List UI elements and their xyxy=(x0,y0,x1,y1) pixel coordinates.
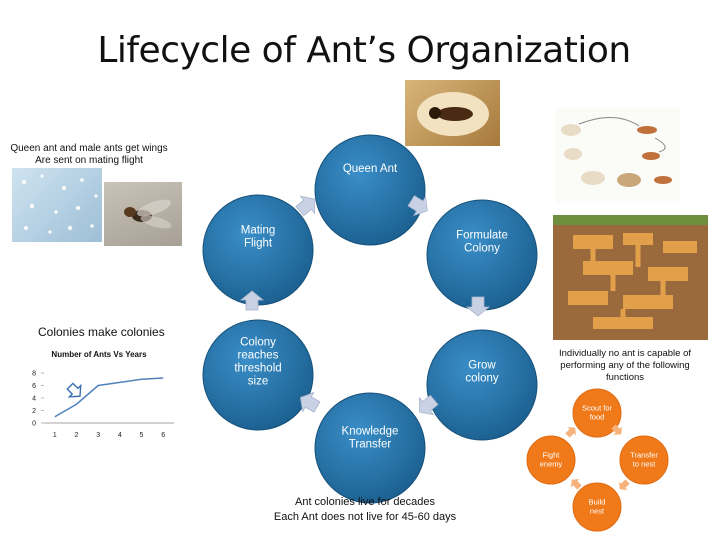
ant-lifecycle-illustration xyxy=(555,108,680,203)
function-arrow xyxy=(619,479,630,490)
chart-plot: 0 2 4 6 8 1 2 3 4 5 6 xyxy=(32,371,174,439)
sky-swarm-photo xyxy=(12,168,102,242)
chart-y-tick-label: 2 xyxy=(32,408,36,415)
cycle-node xyxy=(426,199,538,311)
chart-y-tick-label: 6 xyxy=(32,383,36,390)
ants-vs-years-chart: Number of Ants Vs Years 0 2 4 6 8 1 2 3 4 5 6 xyxy=(24,345,184,445)
cycle-node xyxy=(202,194,314,306)
chart-y-tick-label: 4 xyxy=(32,396,36,403)
colonies-lifespan-note: Ant colonies live for decades xyxy=(294,496,436,508)
cycle-node xyxy=(314,134,426,246)
individual-ant-note: Individually no ant is capable of perfor… xyxy=(558,348,692,383)
chart-x-tick-label: 3 xyxy=(96,432,100,439)
function-node xyxy=(572,482,622,532)
chart-y-tick-label: 8 xyxy=(32,371,36,378)
chart-x-tick-label: 6 xyxy=(161,432,165,439)
nest-cross-section-illustration xyxy=(553,215,708,340)
chart-x-tick-label: 5 xyxy=(140,432,144,439)
function-node xyxy=(572,388,622,438)
function-node xyxy=(619,435,669,485)
chart-y-tick-label: 0 xyxy=(32,421,36,428)
function-arrow xyxy=(611,424,622,435)
cycle-node xyxy=(314,392,426,504)
ant-lifespan-note: Each Ant does not live for 45-60 days xyxy=(273,511,457,523)
queen-chamber-photo xyxy=(405,80,500,146)
function-node xyxy=(526,435,576,485)
chart-highlight-arrow xyxy=(66,382,82,398)
chart-x-tick-label: 1 xyxy=(53,432,57,439)
winged-ant-photo xyxy=(104,182,182,246)
cycle-node-label: Queen Ant xyxy=(343,163,398,175)
cycle-arrow xyxy=(407,195,428,217)
cycle-node xyxy=(426,329,538,441)
slide-title: Lifecycle of Ant’s Organization xyxy=(97,30,631,71)
cycle-arrow xyxy=(239,290,265,311)
function-arrow xyxy=(571,479,582,490)
cycle-arrow xyxy=(295,195,316,217)
cycle-arrow xyxy=(418,394,439,416)
chart-title: Number of Ants Vs Years xyxy=(51,350,147,359)
cycle-arrow xyxy=(465,296,491,317)
wings-note: Queen ant and male ants get wings xyxy=(10,143,168,154)
cycle-arrow xyxy=(300,391,321,413)
chart-x-tick-label: 2 xyxy=(75,432,79,439)
colonies-note: Colonies make colonies xyxy=(38,325,165,339)
chart-x-tick-label: 4 xyxy=(118,432,122,439)
function-arrow xyxy=(565,427,576,438)
cycle-node xyxy=(202,319,314,431)
mating-flight-note: Are sent on mating flight xyxy=(35,155,143,166)
chart-series-line xyxy=(54,377,164,418)
